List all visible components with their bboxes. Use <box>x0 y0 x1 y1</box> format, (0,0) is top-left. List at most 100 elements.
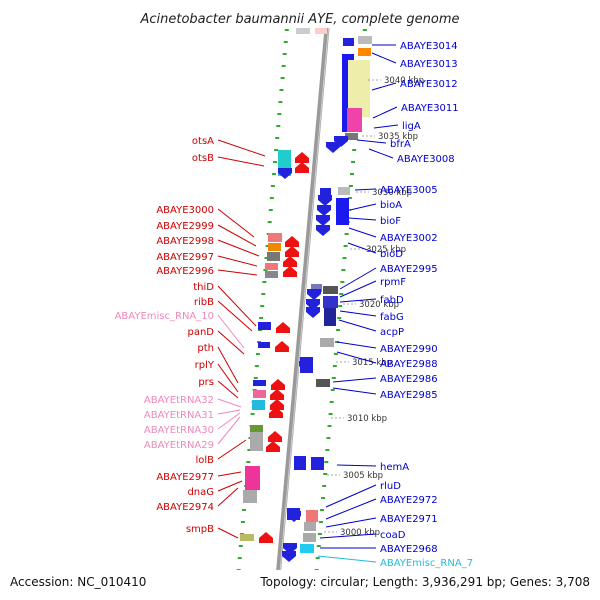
gene-arrow <box>318 195 332 206</box>
right-label-leader <box>339 280 377 298</box>
gene-arrow <box>266 441 280 452</box>
gene-feature <box>347 108 362 132</box>
right-gene-label: ABAYE3008 <box>397 154 455 165</box>
right-label-leader <box>356 139 387 144</box>
left-gene-label: lolB <box>195 455 214 466</box>
right-gene-label: ABAYE3012 <box>400 79 458 90</box>
gene-arrow <box>316 225 330 236</box>
gene-feature <box>316 379 330 387</box>
gene-feature <box>268 233 282 242</box>
gene-arrow <box>276 322 290 333</box>
scale-label: 3000 kbp <box>340 528 380 538</box>
gene-feature <box>303 533 316 542</box>
gene-feature <box>265 271 278 278</box>
left-gene-label: ABAYEtRNA32 <box>144 395 214 406</box>
gene-arrow <box>269 407 283 418</box>
left-label-leader <box>217 208 255 238</box>
left-label-leader <box>217 224 257 247</box>
gene-arrow <box>275 341 289 352</box>
left-gene-label: smpB <box>186 524 214 535</box>
left-gene-label: otsA <box>192 136 214 147</box>
gene-features <box>240 28 372 600</box>
scale-label: 3015 kbp <box>352 358 392 368</box>
right-gene-label: ABAYE2972 <box>380 495 438 506</box>
left-gene-label: ABAYEmisc_RNA_10 <box>115 311 214 322</box>
left-label-leader <box>217 300 253 332</box>
left-label-leader <box>217 255 258 267</box>
right-label-leader <box>372 106 398 119</box>
scale-label: 3030 kbp <box>372 188 412 198</box>
scale-label: 3040 kbp <box>384 76 424 86</box>
right-label-leader <box>373 124 399 129</box>
right-label-leader <box>319 533 377 539</box>
left-gene-label: ABAYE2974 <box>156 502 214 513</box>
gene-arrow <box>307 289 321 300</box>
gene-feature <box>324 308 336 326</box>
gene-feature <box>294 456 306 470</box>
gene-arrow <box>306 307 320 318</box>
right-gene-labels: ABAYE3014ABAYE3013ABAYE3012ABAYE3011ligA… <box>317 41 473 569</box>
left-gene-label: ABAYE2996 <box>156 266 214 277</box>
gene-arrow <box>271 379 285 390</box>
genome-backbone-highlight <box>277 27 329 600</box>
left-gene-label: ABAYE2997 <box>156 252 214 263</box>
gene-feature <box>343 38 354 46</box>
right-gene-label: hemA <box>380 462 409 473</box>
left-gene-label: pth <box>197 343 214 354</box>
right-label-leader <box>371 82 397 91</box>
gene-feature <box>250 432 263 451</box>
right-gene-label: fabD <box>380 295 404 306</box>
gene-feature <box>267 252 280 261</box>
left-gene-label: ABAYEtRNA29 <box>144 440 214 451</box>
left-gene-label: panD <box>187 327 214 338</box>
left-label-leader <box>217 139 266 157</box>
gene-feature <box>311 457 324 470</box>
gene-arrow <box>316 215 330 226</box>
gene-arrow <box>287 511 301 522</box>
gene-feature <box>240 534 254 541</box>
left-label-leader <box>217 398 242 408</box>
left-gene-label: dnaG <box>187 487 214 498</box>
right-gene-label: ABAYE2985 <box>380 390 438 401</box>
scale-label: 3020 kbp <box>359 300 399 310</box>
scale-label: 3035 kbp <box>378 132 418 142</box>
right-gene-label: rluD <box>380 481 401 492</box>
right-gene-label: ABAYE2995 <box>380 264 438 275</box>
left-label-leader <box>217 330 245 355</box>
left-gene-label: prs <box>198 377 214 388</box>
left-label-leader <box>217 439 247 460</box>
right-label-leader <box>325 484 377 508</box>
gene-feature <box>268 243 281 251</box>
gene-feature <box>300 544 314 553</box>
left-label-leader <box>217 487 239 507</box>
left-gene-label: otsB <box>192 153 214 164</box>
gene-arrow <box>334 136 348 147</box>
right-label-leader <box>339 310 377 317</box>
right-gene-label: ABAYEmisc_RNA_7 <box>380 558 473 569</box>
left-label-leader <box>217 409 241 415</box>
gene-feature <box>323 286 338 294</box>
right-label-leader <box>371 52 397 64</box>
gene-feature <box>311 284 322 292</box>
right-gene-label: ABAYE2986 <box>380 374 438 385</box>
gene-arrow <box>268 431 282 442</box>
left-label-leader <box>217 346 239 384</box>
gene-arrow <box>295 162 309 173</box>
right-label-leader <box>349 203 377 211</box>
gene-feature <box>336 198 349 225</box>
gene-feature <box>323 296 338 308</box>
right-gene-label: ABAYE3011 <box>401 103 459 114</box>
right-label-leader <box>347 242 377 254</box>
right-gene-label: bioA <box>380 200 402 211</box>
gene-feature <box>243 490 257 503</box>
right-gene-label: ABAYE3005 <box>380 185 438 196</box>
gene-feature <box>253 380 266 386</box>
gene-arrow <box>285 246 299 257</box>
gene-feature <box>245 466 260 490</box>
left-label-leader <box>217 416 241 445</box>
right-label-leader <box>332 387 377 395</box>
left-gene-label: ABAYE3000 <box>156 205 214 216</box>
right-gene-label: ligA <box>402 121 421 132</box>
left-label-leader <box>217 380 239 399</box>
